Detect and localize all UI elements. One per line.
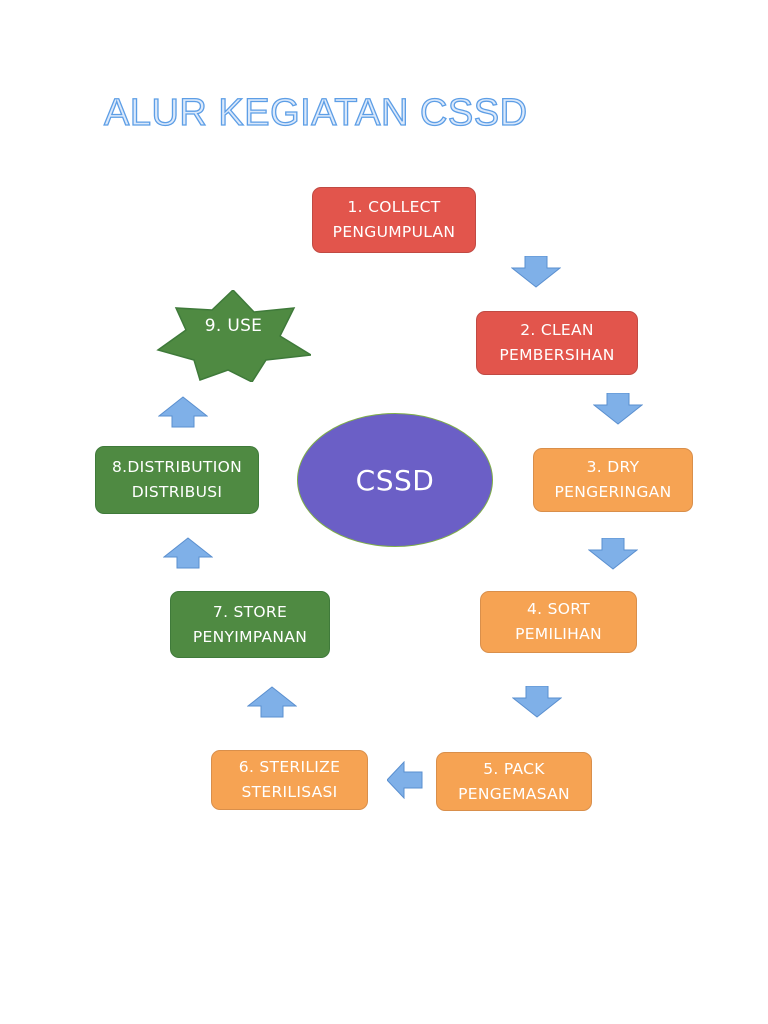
arrow-down-icon (593, 393, 643, 425)
step-use: 9. USE (156, 288, 314, 383)
step-collect-label: 1. COLLECT (347, 198, 441, 216)
step-pack-label: 5. PACK (483, 759, 545, 778)
diagram-title: ALUR KEGIATAN CSSD (103, 91, 528, 134)
step-store-sublabel: PENYIMPANAN (192, 627, 308, 646)
step-distribution-sublabel: DISTRIBUSI (131, 483, 223, 501)
step-pack-sublabel: PENGEMASAN (458, 784, 570, 803)
step-store-label: 7. STORE (212, 602, 288, 621)
step-store: 7. STORE PENYIMPANAN (170, 591, 330, 658)
cssd-hub-label: CSSD (355, 463, 435, 497)
step-sort-sublabel: PEMILIHAN (515, 625, 602, 643)
star-shape (156, 288, 314, 383)
step-clean-sublabel: PEMBERSIHAN (499, 346, 615, 364)
step-distribution: 8.DISTRIBUTION DISTRIBUSI (95, 446, 259, 514)
step-use-label: 9. USE (204, 316, 263, 336)
step-sort-label: 4. SORT (527, 600, 590, 618)
step-collect-sublabel: PENGUMPULAN (332, 223, 456, 241)
arrow-up-icon (158, 396, 208, 428)
step-clean-label: 2. CLEAN (520, 321, 594, 339)
step-sort: 4. SORT PEMILIHAN (480, 591, 637, 653)
step-pack: 5. PACK PENGEMASAN (436, 752, 592, 811)
step-collect: 1. COLLECT PENGUMPULAN (312, 187, 476, 253)
step-sterilize: 6. STERILIZE STERILISASI (211, 750, 368, 810)
arrow-down-icon (511, 256, 561, 288)
arrow-down-icon (588, 538, 638, 570)
step-distribution-label: 8.DISTRIBUTION (112, 458, 242, 476)
step-dry-label: 3. DRY (586, 458, 640, 476)
step-clean: 2. CLEAN PEMBERSIHAN (476, 311, 638, 375)
step-dry: 3. DRY PENGERINGAN (533, 448, 693, 512)
arrow-up-icon (247, 686, 297, 718)
step-sterilize-label: 6. STERILIZE (238, 758, 341, 776)
step-dry-sublabel: PENGERINGAN (554, 483, 672, 501)
step-sterilize-sublabel: STERILISASI (241, 783, 338, 801)
arrow-up-icon (163, 537, 213, 569)
arrow-left-icon (387, 761, 423, 799)
arrow-down-icon (512, 686, 562, 718)
cssd-hub: CSSD (297, 413, 493, 547)
